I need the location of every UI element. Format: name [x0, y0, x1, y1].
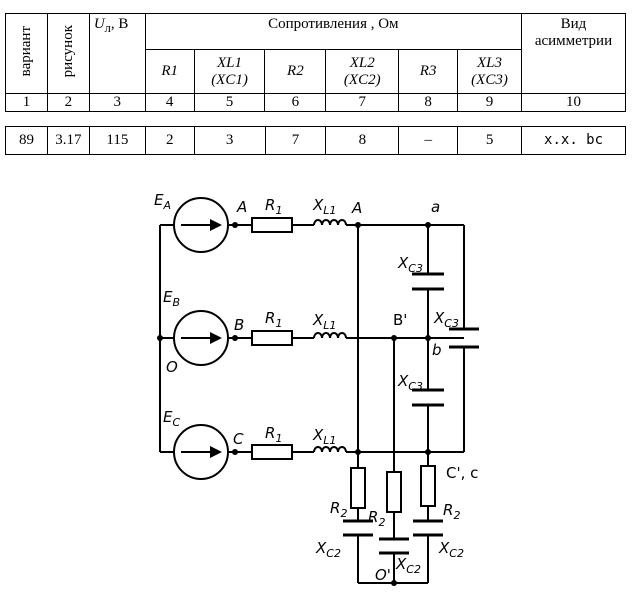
capacitor-xc3-bc — [412, 388, 444, 407]
circuit-labels: EA EB EC A B C O R1 R1 R1 XL1 XL1 XL1 A … — [154, 191, 478, 584]
label-xc3-ab: XC3 — [397, 254, 423, 275]
label-neutral-o: O — [166, 358, 178, 376]
label-xc3-bc: XC3 — [397, 372, 423, 393]
cell-xl2: 8 — [325, 126, 400, 155]
col-xl3-header: XL3(XC3) — [457, 49, 522, 94]
resistor-r1-c — [251, 444, 293, 460]
cell-r1: 2 — [144, 126, 195, 155]
col-r3-header: R3 — [398, 49, 459, 94]
table-row: 89 3.17 115 2 3 7 8 – 5 х.х. bc — [5, 126, 626, 155]
resistor-r1-a — [251, 217, 293, 233]
inductor-xl1-a — [313, 219, 347, 226]
label-node-b: B — [234, 316, 244, 334]
data-table: 89 3.17 115 2 3 7 8 – 5 х.х. bc — [5, 126, 626, 155]
label-xc2-b: XC2 — [395, 555, 421, 576]
col-number: 4 — [144, 93, 195, 112]
label-node-a-lower: a — [431, 198, 440, 216]
capacitor-xc3-ca — [449, 327, 479, 349]
cell-variant: 89 — [5, 126, 48, 155]
label-node-a: A — [236, 198, 247, 216]
resistor-r2-c — [420, 465, 436, 507]
inductor-xl1-c — [313, 446, 347, 453]
label-node-c: C — [233, 430, 244, 448]
cell-voltage: 115 — [88, 126, 146, 155]
label-node-b-lower: b — [432, 341, 442, 359]
header-table: вариант рисунок Uл, В Сопротивления , Ом… — [5, 13, 627, 112]
label-r2-a: R2 — [330, 499, 347, 520]
cell-xl1: 3 — [193, 126, 266, 155]
label-xl1-a: XL1 — [312, 196, 336, 217]
label-xc2-a: XC2 — [315, 539, 341, 560]
col-voltage-header: Uл, В — [88, 13, 146, 94]
label-xl1-b: XL1 — [312, 311, 336, 332]
source-eb — [173, 310, 229, 366]
cell-r3: – — [398, 126, 459, 155]
source-ea — [173, 197, 229, 253]
label-r2-c: R2 — [443, 501, 460, 522]
cell-asymmetry: х.х. bc — [521, 126, 626, 155]
label-node-c-prime: C', c — [446, 464, 478, 482]
capacitor-xc2-a — [343, 519, 373, 537]
col-r1-header: R1 — [144, 49, 195, 94]
capacitor-xc2-c — [413, 519, 443, 537]
cell-figure: 3.17 — [46, 126, 90, 155]
col-xl1-header: XL1(XC1) — [193, 49, 266, 94]
label-xc3-ca: XC3 — [433, 309, 459, 330]
col-variant-header: вариант — [5, 13, 48, 94]
label-eb: EB — [163, 288, 180, 309]
junction-dots — [157, 222, 431, 586]
label-ec: EC — [163, 408, 180, 429]
label-xc2-c: XC2 — [438, 539, 464, 560]
col-number: 8 — [398, 93, 459, 112]
source-ec — [173, 424, 229, 480]
resistor-r2-b — [386, 471, 402, 513]
label-node-b-prime: B' — [393, 311, 407, 329]
label-r1-a: R1 — [265, 196, 282, 217]
resistor-r2-a — [350, 467, 366, 509]
label-neutral-o-prime: O' — [375, 566, 391, 584]
label-r2-b: R2 — [368, 508, 385, 529]
label-bus-a: A — [351, 199, 362, 217]
label-ea: EA — [154, 191, 171, 212]
label-r1-c: R1 — [265, 424, 282, 445]
label-xl1-c: XL1 — [312, 426, 336, 447]
col-asymmetry-header: Вид асимметрии — [520, 13, 627, 94]
resistor-r1-b — [251, 330, 293, 346]
label-r1-b: R1 — [265, 309, 282, 330]
inductor-xl1-b — [313, 332, 347, 339]
col-number: 3 — [88, 93, 146, 112]
col-number: 7 — [325, 93, 400, 112]
col-r2-header: R2 — [264, 49, 327, 94]
capacitor-xc2-b — [379, 537, 409, 555]
col-number: 1 — [5, 93, 48, 112]
capacitor-xc3-ab — [412, 272, 444, 291]
col-number: 10 — [520, 93, 627, 112]
col-number: 9 — [457, 93, 522, 112]
col-number: 5 — [193, 93, 266, 112]
cell-xl3: 5 — [457, 126, 523, 155]
